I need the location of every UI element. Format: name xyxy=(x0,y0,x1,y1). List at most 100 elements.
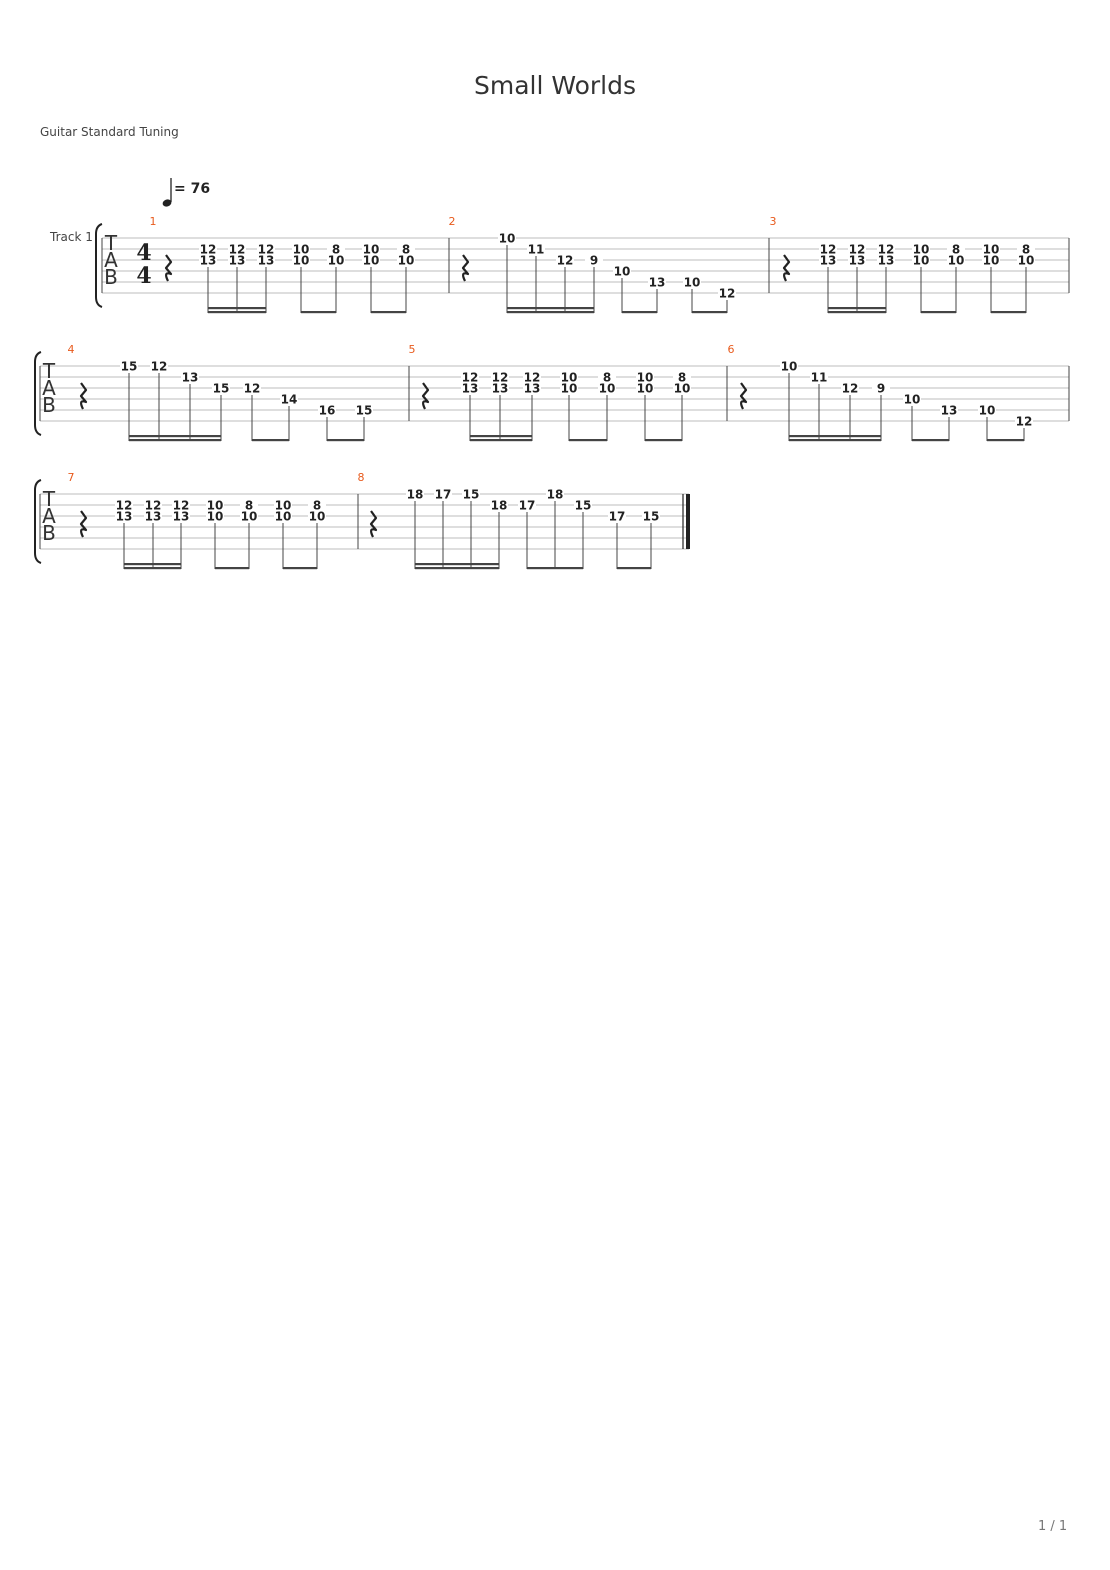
quarter-rest-icon xyxy=(421,382,430,410)
system-bracket xyxy=(34,351,42,436)
beam xyxy=(921,311,956,314)
fret-mask xyxy=(518,499,536,510)
beam xyxy=(569,439,607,442)
fret-mask xyxy=(243,382,261,393)
fret-mask xyxy=(327,254,345,265)
fret-mask xyxy=(982,254,1000,265)
fret-mask xyxy=(648,276,666,287)
beam xyxy=(645,439,682,442)
beam xyxy=(470,435,532,438)
fret-mask xyxy=(308,510,326,521)
fret-mask xyxy=(257,254,275,265)
fret-number: 12 xyxy=(557,254,574,268)
tab-clef-letter: A xyxy=(104,248,118,272)
quarter-rest-icon xyxy=(739,382,748,410)
fret-number: 12 xyxy=(462,371,479,385)
fret-number: 13 xyxy=(258,254,275,268)
fret-mask xyxy=(848,243,866,254)
fret-mask xyxy=(527,243,545,254)
fret-number: 10 xyxy=(309,510,326,524)
fret-number: 12 xyxy=(244,382,261,396)
fret-mask xyxy=(292,254,310,265)
fret-number: 13 xyxy=(145,510,162,524)
fret-mask xyxy=(240,499,258,510)
fret-mask xyxy=(560,371,578,382)
fret-number: 10 xyxy=(913,254,930,268)
measure-number: 1 xyxy=(150,215,157,228)
fret-mask xyxy=(585,254,603,265)
fret-mask xyxy=(642,510,660,521)
fret-number: 12 xyxy=(116,499,133,513)
time-signature-numerator: 4 xyxy=(136,240,151,266)
fret-mask xyxy=(877,254,895,265)
quarter-rest-icon xyxy=(79,510,88,538)
quarter-note-icon xyxy=(162,199,172,207)
beam xyxy=(987,439,1024,442)
fret-number: 10 xyxy=(241,510,258,524)
fret-number: 10 xyxy=(561,382,578,396)
beam xyxy=(124,563,181,566)
beam xyxy=(208,311,266,314)
fret-mask xyxy=(172,499,190,510)
fret-mask xyxy=(462,488,480,499)
fret-number: 10 xyxy=(363,243,380,257)
fret-mask xyxy=(115,499,133,510)
fret-number: 13 xyxy=(182,371,199,385)
fret-mask xyxy=(819,243,837,254)
fret-mask xyxy=(1017,243,1035,254)
beam xyxy=(415,567,499,570)
fret-number: 14 xyxy=(281,393,298,407)
tab-clef-letter: A xyxy=(42,504,56,528)
fret-mask xyxy=(1017,254,1035,265)
tab-clef-letter: T xyxy=(104,231,118,255)
fret-number: 10 xyxy=(293,243,310,257)
fret-mask xyxy=(877,243,895,254)
beam xyxy=(828,307,886,310)
system-bracket xyxy=(95,223,103,308)
fret-number: 10 xyxy=(293,254,310,268)
fret-number: 10 xyxy=(904,393,921,407)
fret-number: 15 xyxy=(463,488,480,502)
fret-mask xyxy=(318,404,336,415)
fret-mask xyxy=(546,488,564,499)
fret-number: 13 xyxy=(649,276,666,290)
final-bar-thick xyxy=(686,494,690,549)
fret-number: 12 xyxy=(719,287,736,301)
fret-mask xyxy=(327,243,345,254)
fret-number: 10 xyxy=(913,243,930,257)
fret-number: 16 xyxy=(319,404,336,418)
fret-number: 8 xyxy=(402,243,410,257)
fret-mask xyxy=(848,254,866,265)
quarter-rest-icon xyxy=(164,254,173,282)
fret-mask xyxy=(240,510,258,521)
fret-mask xyxy=(144,499,162,510)
fret-number: 12 xyxy=(842,382,859,396)
fret-number: 12 xyxy=(151,360,168,374)
fret-number: 17 xyxy=(609,510,626,524)
page-number: 1 / 1 xyxy=(1038,1519,1068,1534)
fret-mask xyxy=(613,265,631,276)
beam xyxy=(991,311,1026,314)
beam xyxy=(252,439,289,442)
tab-clef-letter: B xyxy=(42,521,56,545)
fret-number: 9 xyxy=(590,254,598,268)
measure-number: 2 xyxy=(449,215,456,228)
beam xyxy=(215,567,249,570)
fret-number: 15 xyxy=(121,360,138,374)
fret-mask xyxy=(903,393,921,404)
fret-mask xyxy=(362,254,380,265)
fret-mask xyxy=(718,287,736,298)
fret-mask xyxy=(120,360,138,371)
tab-clef-letter: B xyxy=(104,265,118,289)
fret-mask xyxy=(206,499,224,510)
fret-mask xyxy=(397,243,415,254)
tuning-label: Guitar Standard Tuning xyxy=(40,125,179,139)
fret-number: 10 xyxy=(363,254,380,268)
fret-number: 8 xyxy=(603,371,611,385)
beam xyxy=(692,311,727,314)
fret-mask xyxy=(523,371,541,382)
fret-number: 13 xyxy=(200,254,217,268)
fret-number: 12 xyxy=(258,243,275,257)
fret-number: 10 xyxy=(207,510,224,524)
fret-mask xyxy=(683,276,701,287)
